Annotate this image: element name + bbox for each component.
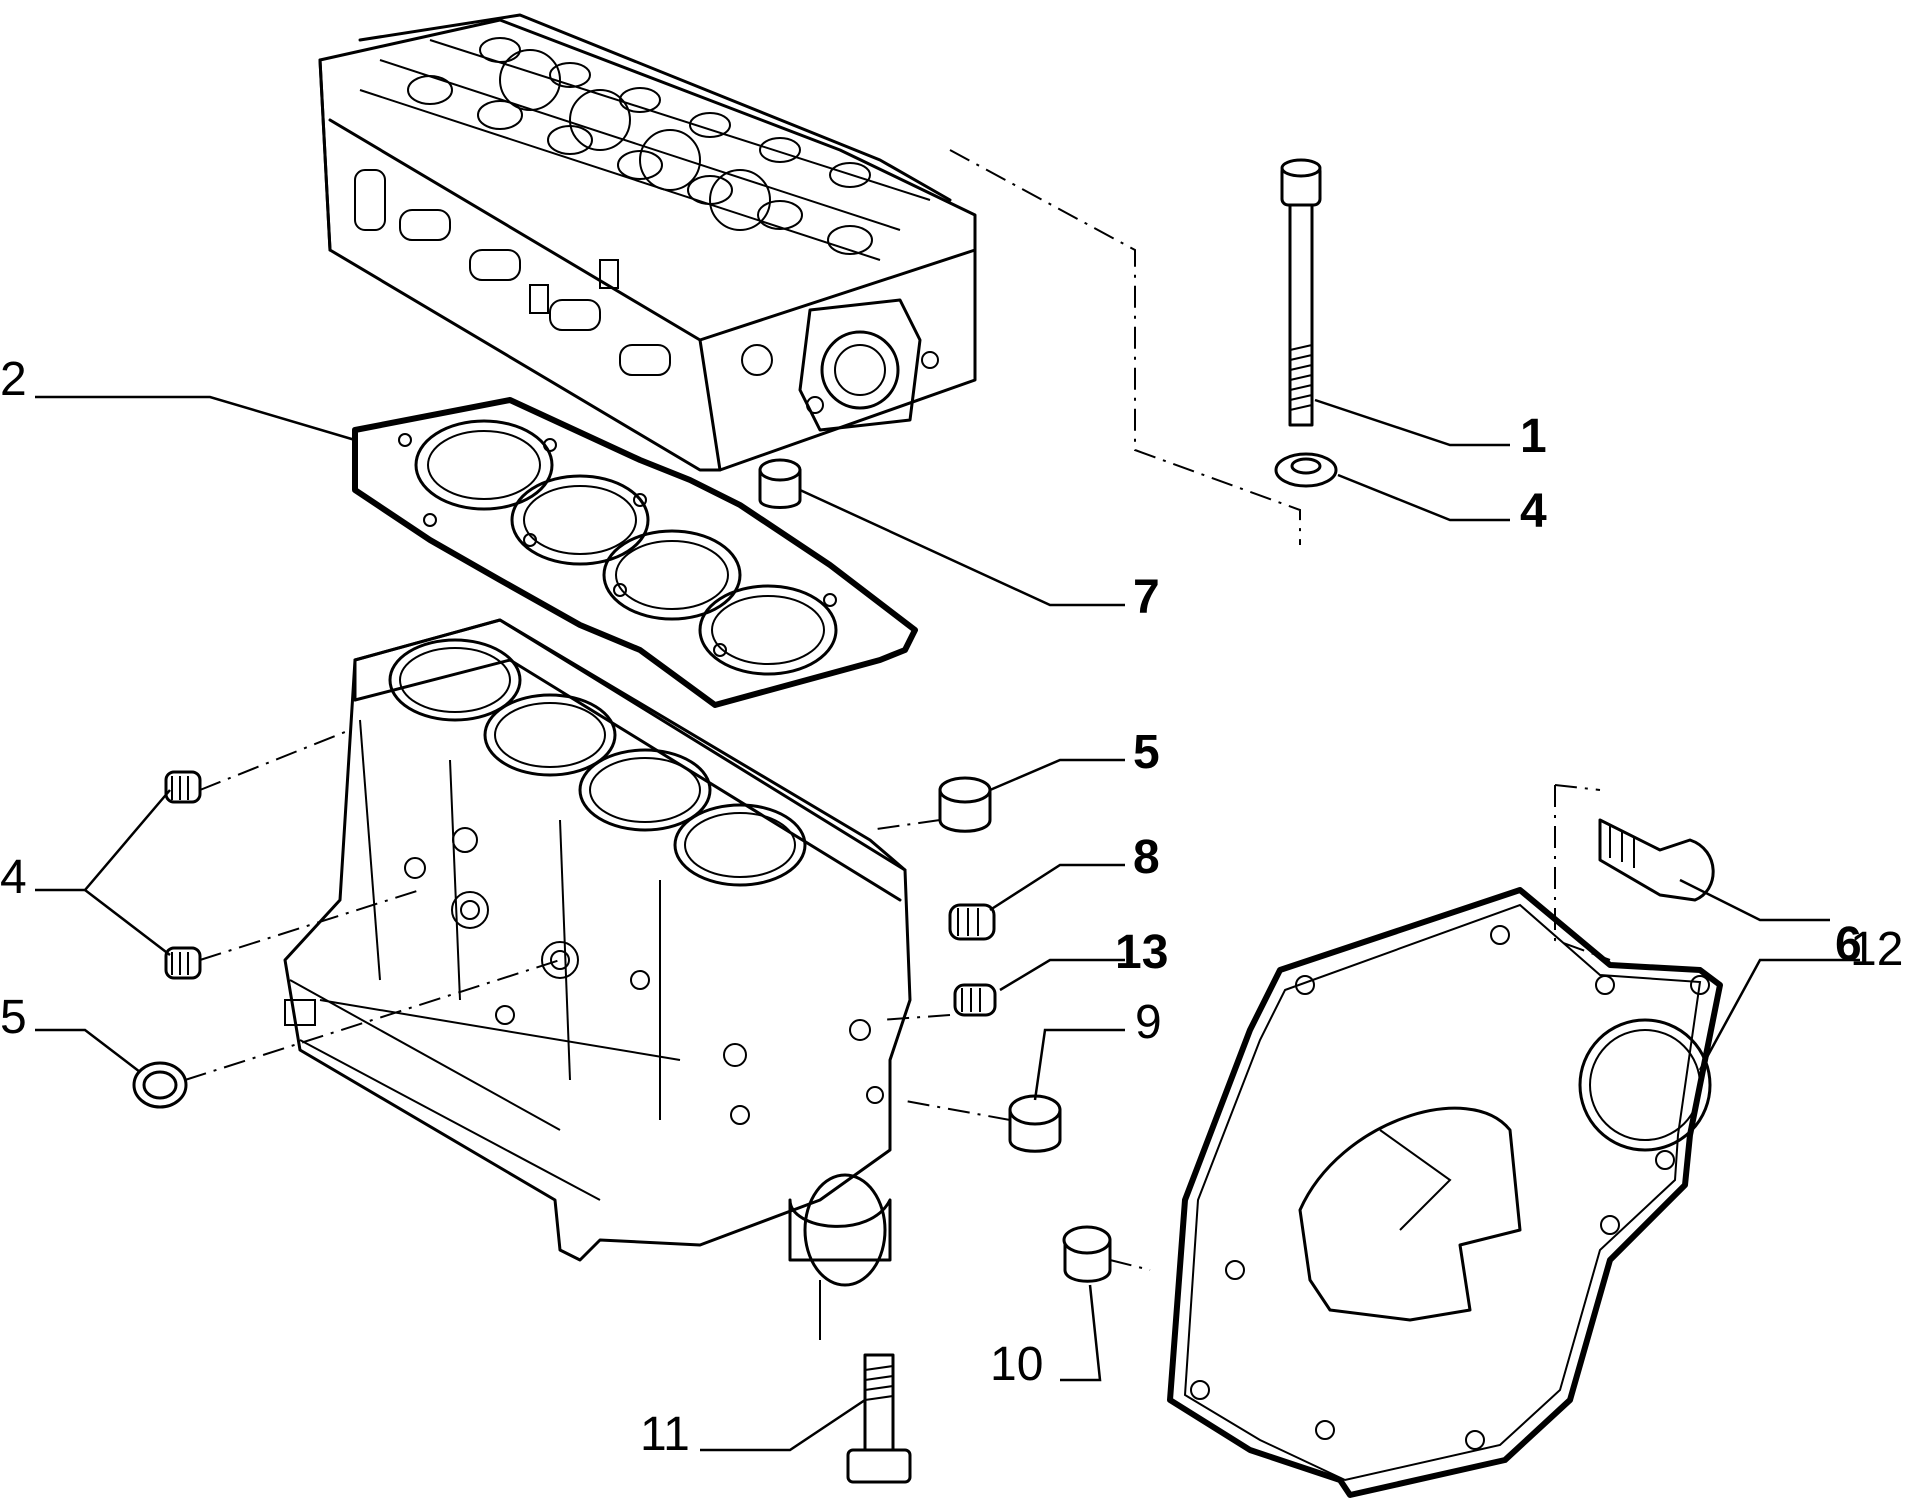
- callout-13: 13: [1115, 926, 1168, 979]
- threaded-plug-upper-left: [164, 770, 202, 804]
- stud-bolt: [846, 1353, 912, 1484]
- callout-1: 1: [1520, 410, 1547, 463]
- alignment-lines: [184, 149, 1611, 1271]
- drain-plug: [1598, 818, 1715, 902]
- callout-2: 2: [0, 353, 27, 406]
- expansion-cap-right: [938, 776, 992, 833]
- callout-6: 6: [1835, 918, 1862, 971]
- cylinder-head-bolt: [1280, 158, 1322, 427]
- callout-4-top: 4: [1520, 485, 1547, 538]
- callout-7: 7: [1133, 571, 1160, 624]
- cylinder-head: [318, 13, 977, 472]
- leader-lines: [35, 395, 1860, 1452]
- bushing-9: [1008, 1094, 1062, 1153]
- engine-block: [283, 618, 912, 1340]
- callout-labels: 2 1 4 7 5 8 13 9 10 11 12 6 4 5: [0, 353, 1903, 1461]
- threaded-plug-lower-left: [164, 946, 202, 980]
- callout-5-right: 5: [1133, 726, 1160, 779]
- expansion-cap-left: [132, 1061, 188, 1109]
- callout-8: 8: [1133, 831, 1160, 884]
- callout-5-left: 5: [0, 991, 27, 1044]
- callout-10: 10: [990, 1338, 1043, 1391]
- callout-9: 9: [1135, 996, 1162, 1049]
- threaded-plug-13: [953, 983, 997, 1017]
- threaded-plug-8: [948, 903, 996, 941]
- head-gasket: [352, 397, 918, 708]
- timing-cover-plate: [1167, 887, 1723, 1498]
- head-bolt-washer: [1274, 452, 1338, 488]
- callout-12: 12: [1850, 923, 1903, 976]
- callout-11: 11: [640, 1408, 690, 1461]
- bushing-10: [1062, 1225, 1112, 1283]
- callout-4-left: 4: [0, 851, 27, 904]
- dowel-sleeve: [758, 458, 802, 509]
